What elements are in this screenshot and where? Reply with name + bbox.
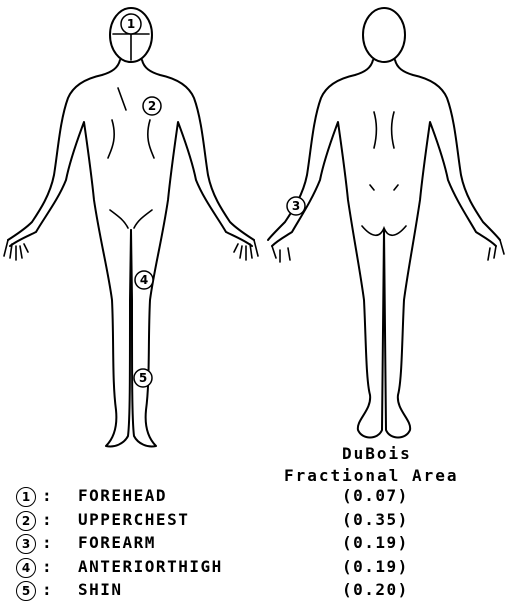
legend-colon: : <box>42 510 52 529</box>
front-body-figure <box>4 8 258 447</box>
legend-row: 1 : FOREHEAD (0.07) <box>12 486 502 510</box>
legend-value: (0.19) <box>342 533 409 552</box>
marker-3-forearm: 3 <box>287 197 305 215</box>
header-dubois: DuBois <box>342 444 412 463</box>
legend-colon: : <box>42 557 52 576</box>
legend-row: 3 : FOREARM (0.19) <box>12 533 502 557</box>
legend-site: ANTERIORTHIGH <box>78 557 223 576</box>
legend-value: (0.20) <box>342 580 409 599</box>
legend-value: (0.19) <box>342 557 409 576</box>
legend-site: FOREHEAD <box>78 486 167 505</box>
legend-number: 1 <box>16 487 36 507</box>
legend-colon: : <box>42 486 52 505</box>
legend-site: SHIN <box>78 580 123 599</box>
svg-text:4: 4 <box>140 273 148 287</box>
legend-number: 2 <box>16 511 36 531</box>
legend-row: 5 : SHIN (0.20) <box>12 580 502 604</box>
body-diagram: 1 2 3 4 5 <box>0 0 508 480</box>
legend-number: 4 <box>16 558 36 578</box>
marker-2-upperchest: 2 <box>143 97 161 115</box>
legend-site: FOREARM <box>78 533 156 552</box>
marker-5-shin: 5 <box>134 369 152 387</box>
svg-text:2: 2 <box>148 99 156 113</box>
svg-text:1: 1 <box>127 17 135 31</box>
legend-row: 4 : ANTERIORTHIGH (0.19) <box>12 557 502 581</box>
legend-number: 5 <box>16 581 36 601</box>
legend-row: 2 : UPPERCHEST (0.35) <box>12 510 502 534</box>
svg-text:5: 5 <box>139 371 147 385</box>
back-body-figure <box>268 8 504 438</box>
legend-colon: : <box>42 533 52 552</box>
marker-4-anteriorthigh: 4 <box>135 271 153 289</box>
legend: 1 : FOREHEAD (0.07) 2 : UPPERCHEST (0.35… <box>12 486 502 604</box>
legend-colon: : <box>42 580 52 599</box>
svg-text:3: 3 <box>292 199 300 213</box>
legend-value: (0.07) <box>342 486 409 505</box>
legend-value: (0.35) <box>342 510 409 529</box>
legend-site: UPPERCHEST <box>78 510 189 529</box>
header-fractional-area: Fractional Area <box>284 466 459 485</box>
marker-1-forehead: 1 <box>121 14 141 34</box>
legend-number: 3 <box>16 534 36 554</box>
